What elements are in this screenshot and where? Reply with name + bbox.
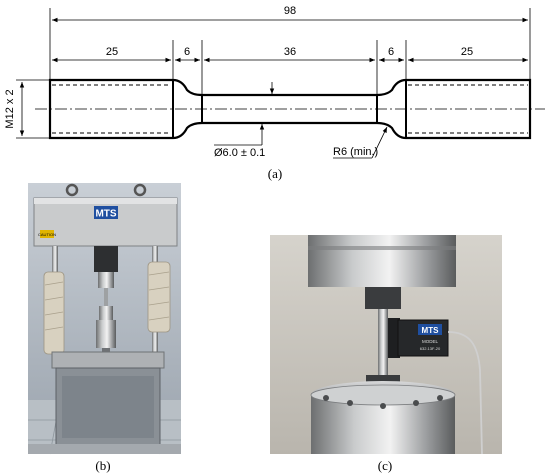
warning-label-text: CAUTION: [38, 232, 56, 237]
dim-overall-length: 98: [284, 5, 296, 17]
dim-gauge-length: 36: [284, 46, 296, 58]
warning-label: [40, 230, 54, 238]
insulation-left: [43, 271, 65, 355]
mts-logo-extensometer-text: MTS: [422, 326, 440, 335]
dim-grip-right: 25: [461, 46, 473, 58]
extensometer-photo: MTS MODEL 632.13F-20 (c): [270, 235, 502, 473]
mts-logo-machine-text: MTS: [95, 209, 116, 220]
extensometer-model-number: 632.13F-20: [420, 346, 441, 351]
dim-transition-right: 6: [388, 46, 394, 58]
caption-a: (a): [268, 166, 282, 181]
insulation-right: [147, 261, 171, 333]
dim-gauge-diameter: Ø6.0 ± 0.1: [214, 147, 265, 159]
extensometer-cable: [447, 331, 483, 455]
testing-machine-photo: CAUTION MTS (b): [28, 183, 181, 473]
caption-c: (c): [378, 458, 392, 473]
extensometer-model-label: MODEL: [422, 339, 439, 344]
dim-fillet-radius: R6 (min.): [333, 146, 378, 158]
dim-transition-left: 6: [184, 46, 190, 58]
mts-logo-machine: [94, 206, 118, 219]
mts-logo-extensometer: [418, 324, 442, 335]
caption-b: (b): [95, 458, 110, 473]
specimen-drawing: 98 25 6 36 6 25 M12 x 2 Ø6.0 ± 0.1 R6 (m…: [4, 5, 545, 181]
specimen-outline: [48, 78, 532, 140]
dim-grip-left: 25: [106, 46, 118, 58]
dim-thread: M12 x 2: [4, 89, 16, 128]
